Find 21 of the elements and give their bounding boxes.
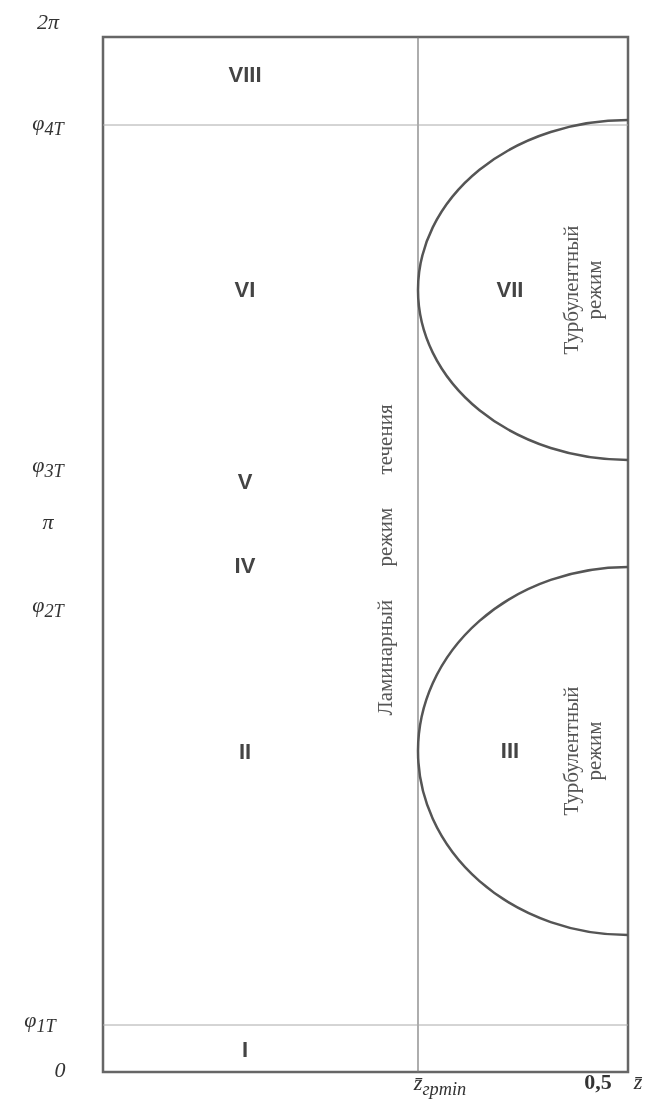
axis-tick-label: φ$_{4T}$ [32, 111, 64, 139]
region-number: VIII [228, 64, 262, 86]
axis-tick-label: π [42, 511, 54, 533]
axis-tick-label: 0 [54, 1059, 66, 1081]
region-number: IV [234, 555, 256, 577]
axis-tick-label: 0,5 [584, 1071, 612, 1093]
axis-tick-label: z̄ [633, 1071, 643, 1093]
axis-tick-label: φ$_{2T}$ [32, 593, 64, 621]
region-number: V [237, 471, 253, 493]
axis-tick-label: 2π [37, 11, 59, 33]
axis-tick-label: z̄$_{грmin}$ [413, 1071, 467, 1099]
region-label: Турбулентный режим [559, 686, 607, 816]
region-number: I [241, 1039, 249, 1061]
axis-tick-label: φ$_{1T}$ [24, 1008, 56, 1036]
region-label: Ламинарный режим течения [374, 404, 396, 716]
region-number: II [238, 741, 252, 763]
region-number: VI [234, 279, 256, 301]
region-label: Турбулентный режим [559, 225, 607, 355]
axis-tick-label: φ$_{3T}$ [32, 453, 64, 481]
region-number: VII [496, 277, 524, 303]
region-number: III [500, 738, 520, 764]
